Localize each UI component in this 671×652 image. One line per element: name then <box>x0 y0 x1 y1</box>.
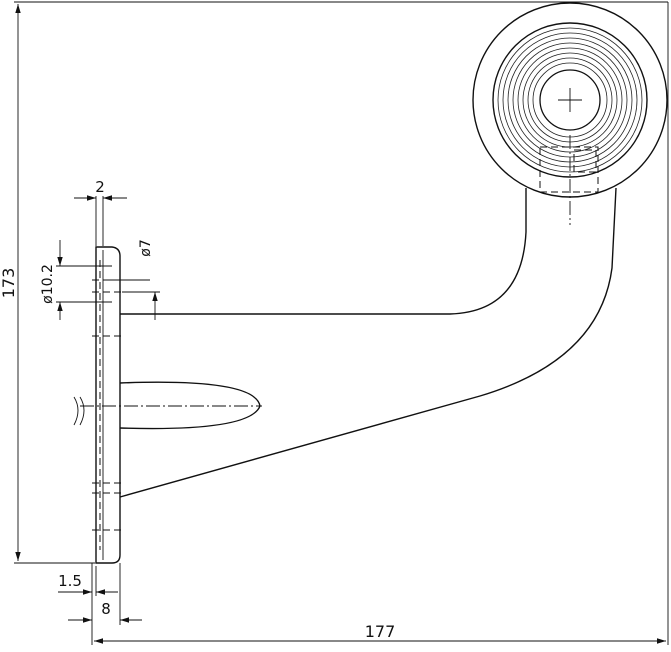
height-dimension-label: 173 <box>0 268 18 299</box>
bore-small-dimension-label: ø7 <box>138 239 154 256</box>
offset-dimension-label: 1.5 <box>58 572 82 590</box>
thickness-dimension: 2 <box>74 178 127 246</box>
width-dimension-label: 177 <box>365 622 396 641</box>
mounting-plate <box>92 246 124 564</box>
offset-dimension: 1.5 <box>58 566 118 596</box>
arm-body <box>73 187 617 498</box>
width-dimension: 177 <box>94 622 666 644</box>
base-width-dimension-label: 8 <box>101 600 111 618</box>
bore-small-dimension: ø7 <box>104 239 160 320</box>
bore-large-dimension-label: ø10.2 <box>40 264 56 304</box>
thickness-dimension-label: 2 <box>95 178 105 196</box>
bore-large-dimension: ø10.2 <box>40 240 112 320</box>
lamp-head <box>472 2 668 225</box>
extension-lines <box>14 1 669 645</box>
height-dimension: 173 <box>0 4 21 561</box>
base-width-dimension: 8 <box>68 600 142 623</box>
